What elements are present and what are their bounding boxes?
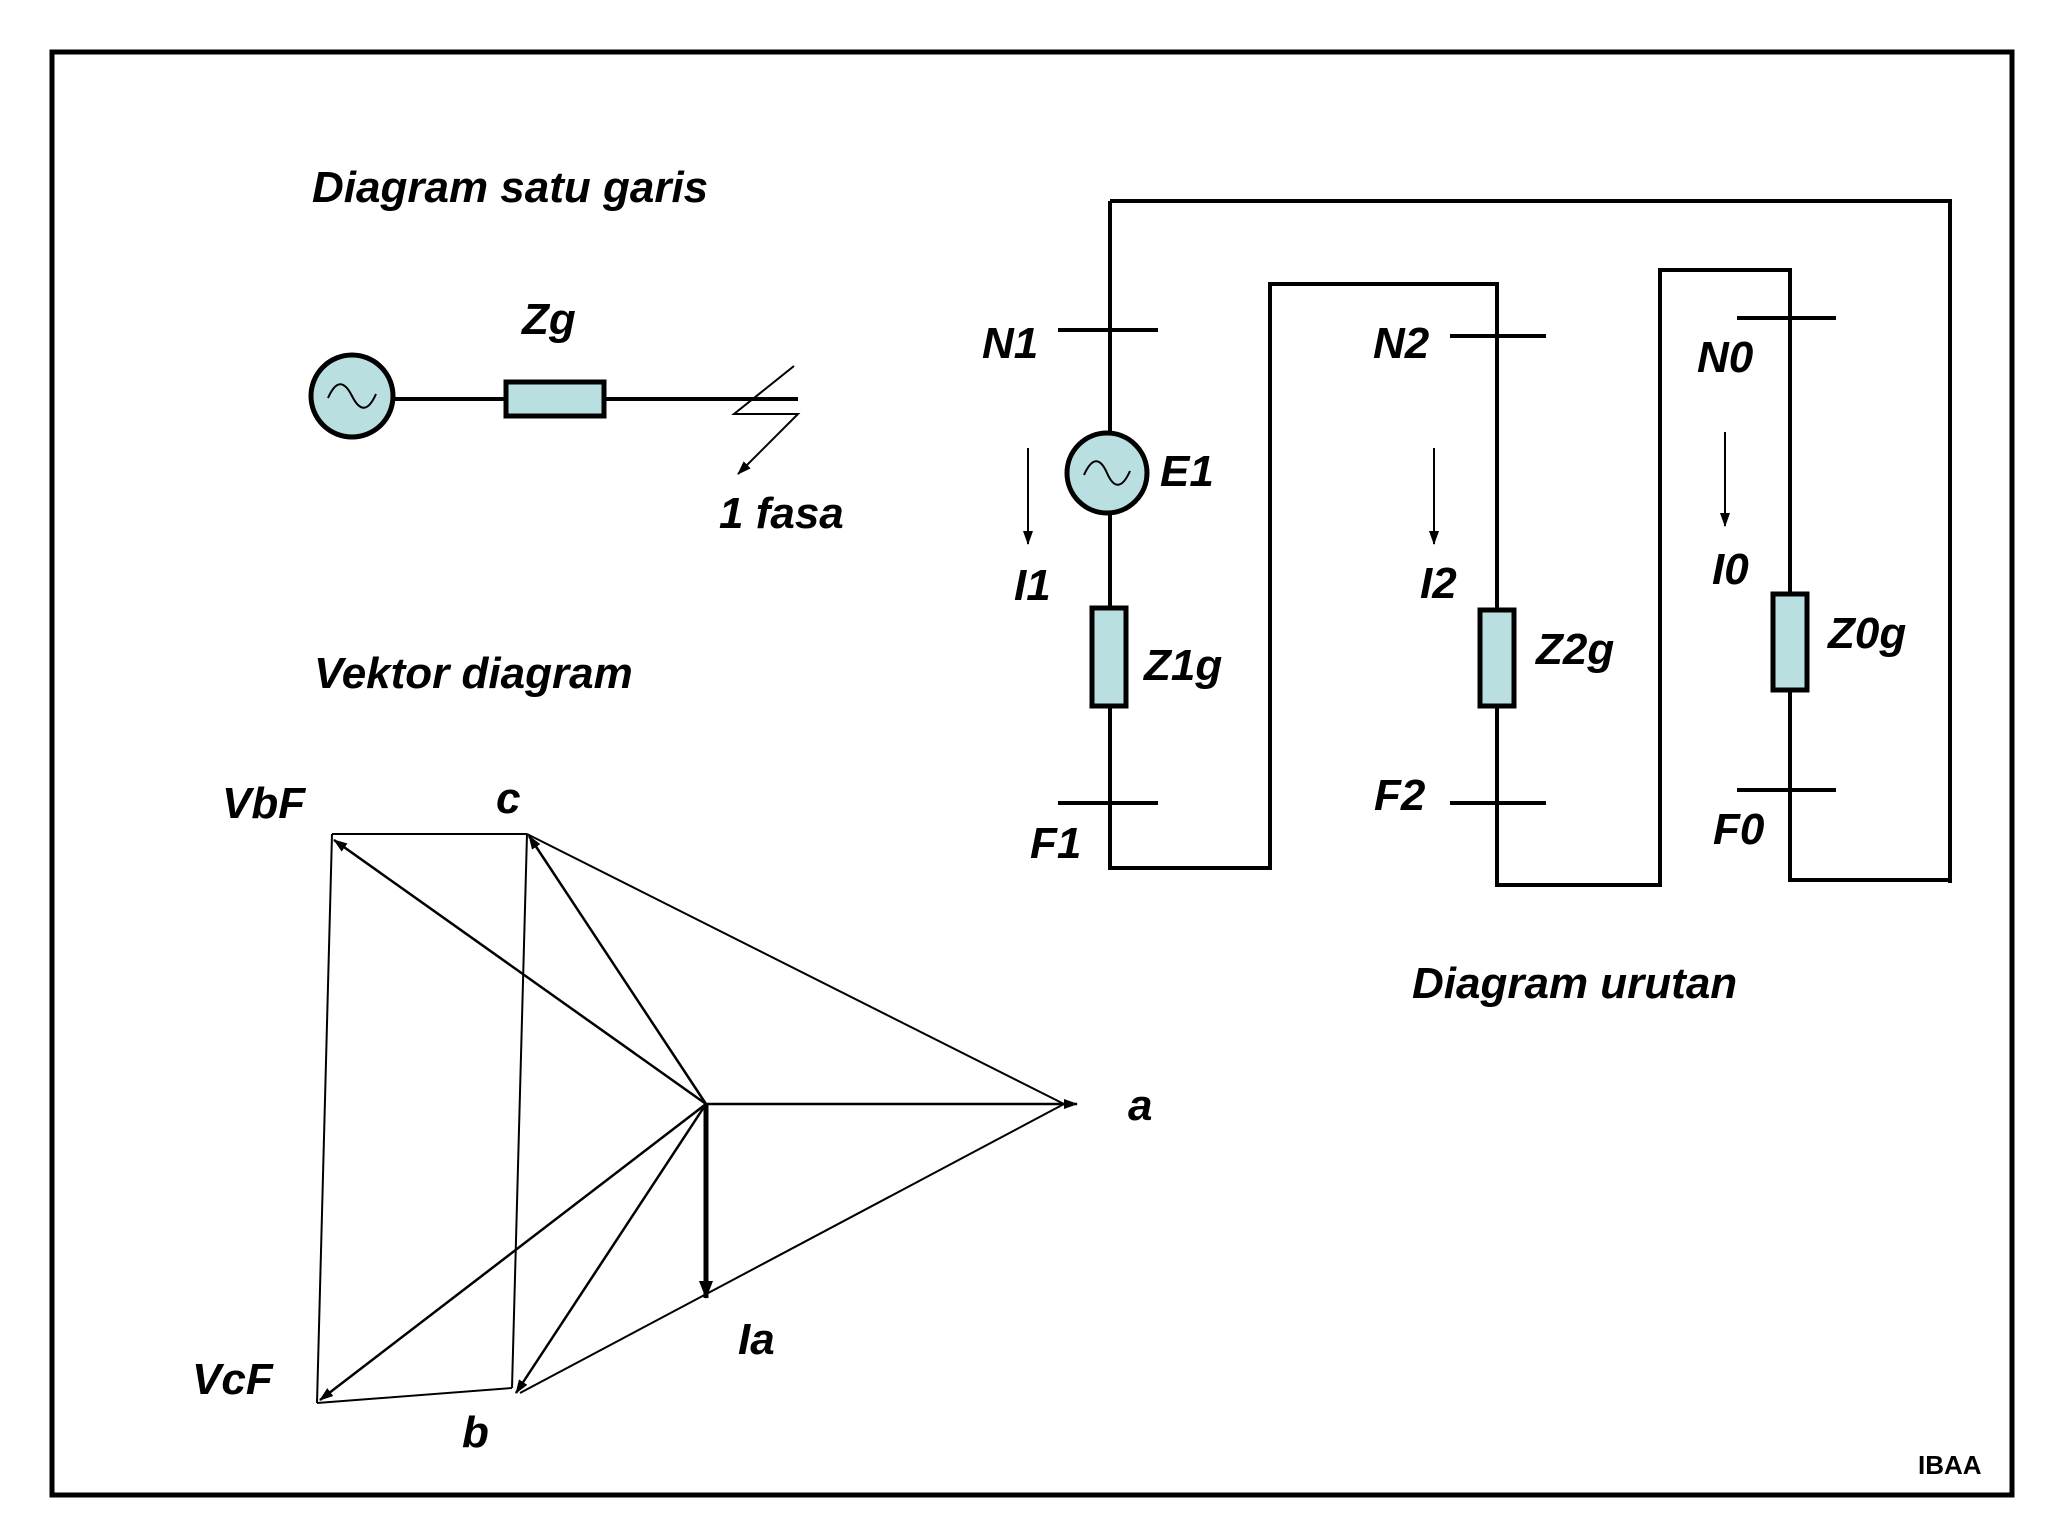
label-f1: F1 bbox=[1030, 819, 1081, 868]
phasor-vcf bbox=[319, 1103, 707, 1401]
watermark: IBAA bbox=[1918, 1450, 1982, 1480]
phasor-b bbox=[514, 1103, 708, 1394]
fault-label: 1 fasa bbox=[719, 489, 844, 538]
wire bbox=[1110, 199, 1952, 883]
impedance-label: Zg bbox=[520, 295, 576, 344]
label-n2: N2 bbox=[1373, 319, 1430, 368]
phasor-vbf bbox=[333, 838, 707, 1106]
slide-frame bbox=[49, 49, 2015, 1498]
label-i1: I1 bbox=[1014, 561, 1051, 610]
line-b-c bbox=[511, 833, 528, 1389]
vector-title: Vektor diagram bbox=[314, 649, 633, 698]
zero-sequence-branch: N0 I0 Z0g F0 bbox=[1697, 316, 1906, 854]
label-ia: Ia bbox=[738, 1315, 775, 1364]
wire bbox=[1495, 268, 1792, 887]
single-line-diagram: Zg 1 fasa bbox=[308, 295, 844, 538]
impedance-z0g bbox=[1770, 591, 1810, 693]
phasor-c bbox=[527, 835, 708, 1105]
wire bbox=[1108, 282, 1499, 870]
sequence-diagram: N1 E1 I1 Z1g F1 N2 I2 Z2g F2 N bbox=[982, 199, 1952, 1008]
label-f2: F2 bbox=[1374, 771, 1426, 820]
label-vcf: VcF bbox=[192, 1355, 274, 1404]
wire bbox=[1788, 790, 1950, 882]
label-i0: I0 bbox=[1712, 545, 1749, 594]
label-vbf: VbF bbox=[222, 779, 306, 828]
positive-sequence-branch: N1 E1 I1 Z1g F1 bbox=[982, 319, 1222, 868]
label-z2g: Z2g bbox=[1534, 625, 1614, 674]
label-i2: I2 bbox=[1420, 559, 1457, 608]
line-vbf-vcf bbox=[316, 833, 333, 1404]
impedance-z1g bbox=[1089, 605, 1129, 709]
label-e1: E1 bbox=[1160, 447, 1214, 496]
line-vcf-b bbox=[316, 1387, 513, 1404]
impedance-z2g bbox=[1477, 607, 1517, 709]
line-a-b bbox=[519, 1103, 1065, 1394]
label-n0: N0 bbox=[1697, 333, 1754, 382]
label-f0: F0 bbox=[1713, 805, 1765, 854]
line-a-c bbox=[526, 833, 1065, 1105]
sine-wave-icon bbox=[1083, 460, 1131, 486]
label-z0g: Z0g bbox=[1826, 609, 1906, 658]
fault-lightning-icon bbox=[731, 365, 801, 475]
sequence-title: Diagram urutan bbox=[1412, 959, 1737, 1008]
label-n1: N1 bbox=[982, 319, 1038, 368]
label-a: a bbox=[1128, 1081, 1152, 1130]
impedance-zg bbox=[503, 379, 607, 419]
label-b: b bbox=[462, 1408, 489, 1457]
vector-diagram: a c b VbF VcF Ia bbox=[192, 774, 1152, 1457]
single-line-title: Diagram satu garis bbox=[312, 163, 708, 212]
label-z1g: Z1g bbox=[1142, 641, 1222, 690]
negative-sequence-branch: N2 I2 Z2g F2 bbox=[1373, 319, 1614, 820]
sine-wave-icon bbox=[327, 383, 377, 409]
label-c: c bbox=[496, 774, 520, 823]
